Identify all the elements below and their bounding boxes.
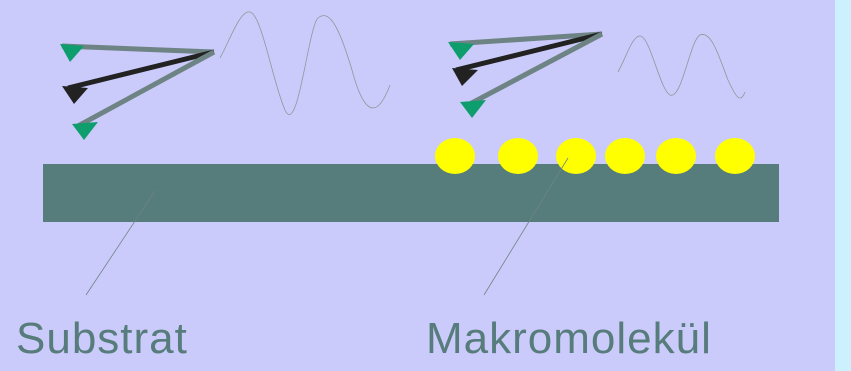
- sine-wave-icon: [617, 34, 746, 99]
- beam-group-substrate: [60, 11, 391, 140]
- macromolecule-pointer-line: [483, 157, 569, 296]
- arrowhead-triangle-icon: [460, 100, 486, 118]
- macromolecule-4: [605, 138, 645, 174]
- sine-wave-icon: [219, 11, 391, 115]
- substrate-pointer-line: [85, 190, 156, 296]
- macromolecule-2: [498, 138, 538, 174]
- arrowhead-triangle-icon: [448, 42, 474, 60]
- macromolecule-5: [656, 138, 696, 174]
- side-panel: [835, 0, 851, 371]
- arrowhead-triangle-icon: [72, 122, 98, 140]
- substrate-label: Substrat: [16, 314, 188, 363]
- macromolecule-6: [715, 138, 755, 174]
- arrowhead-triangle-icon: [452, 68, 478, 86]
- beam-group-macromolecule: [448, 31, 746, 118]
- arrowhead-triangle-icon: [60, 44, 84, 62]
- macromolecule-label: Makromolekül: [426, 314, 712, 363]
- substrate-slab: [43, 164, 779, 222]
- macromolecule-row: [435, 138, 755, 174]
- macromolecule-1: [435, 138, 475, 174]
- macromolecule-3: [556, 138, 596, 174]
- arrowhead-triangle-icon: [62, 86, 88, 104]
